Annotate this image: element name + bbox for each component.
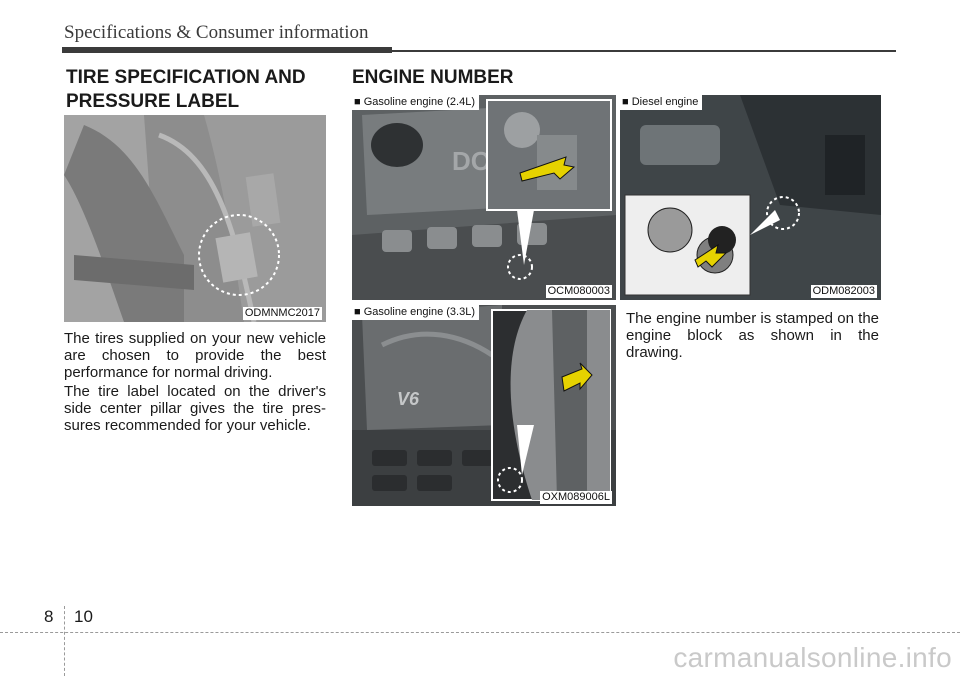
figure-code: OCM080003	[545, 285, 612, 298]
highlight-circle	[198, 214, 280, 296]
highlight-circle	[507, 254, 533, 280]
figure-caption: ■ Diesel engine	[620, 95, 703, 110]
diesel-engine-figure: ■ Diesel engine ODM082003	[620, 95, 881, 300]
highlight-circle	[766, 196, 800, 230]
figure-code: ODM082003	[810, 285, 877, 298]
footer-rule	[0, 632, 960, 633]
engine-paragraph: The engine number is stamped on the engi…	[626, 310, 879, 361]
diesel-engine-illustration	[620, 95, 881, 300]
header-bar	[62, 47, 392, 53]
tire-paragraph-1: The tires supplied on your new vehi­cle …	[64, 330, 326, 381]
figure-code: ODMNMC2017	[242, 307, 322, 320]
door-pillar-illustration	[64, 115, 326, 322]
watermark: carmanualsonline.info	[673, 642, 952, 673]
section-number: 8	[44, 607, 54, 626]
gasoline-33-engine-figure: V6 ■ Gasoline engine (3.3L) OXM089006L	[352, 305, 616, 506]
header-rule	[392, 50, 896, 52]
pointer-arrow	[519, 156, 576, 182]
page-number: 10	[74, 607, 93, 626]
figure-code: OXM089006L	[540, 491, 612, 504]
figure-caption: ■ Gasoline engine (2.4L)	[352, 95, 479, 110]
engine-33-illustration: V6	[352, 305, 616, 506]
engine-badge: V6	[397, 389, 420, 409]
tire-section-title: TIRE SPECIFICATION AND PRESSURE LABEL	[66, 67, 306, 112]
engine-24-illustration: DOH	[352, 95, 616, 300]
gasoline-24-engine-figure: DOH ■ Gasoline engine (2.4L) OCM080003	[352, 95, 616, 300]
tire-paragraph-2: The tire label located on the driver's s…	[64, 383, 326, 434]
highlight-circle	[497, 467, 523, 493]
pointer-arrow	[694, 243, 728, 268]
tire-label-figure: ODMNMC2017	[64, 115, 326, 322]
pointer-arrow	[561, 362, 593, 392]
footer-divider	[64, 606, 65, 676]
header-title: Specifications & Consumer information	[64, 22, 369, 43]
engine-section-title: ENGINE NUMBER	[352, 67, 514, 88]
figure-caption: ■ Gasoline engine (3.3L)	[352, 305, 479, 320]
